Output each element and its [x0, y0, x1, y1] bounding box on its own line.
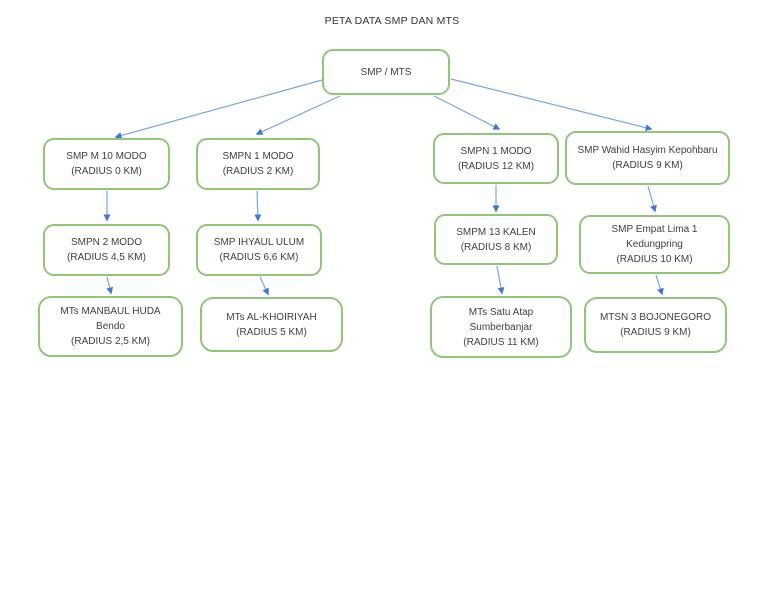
node-line: (RADIUS 9 KM)	[620, 327, 691, 338]
node-line: SMPN 2 MODO	[70, 237, 143, 248]
connector-smp-empat-lima-to-mtsn-3	[655, 274, 664, 296]
node-mtsn-3-bojonegoro: MTSN 3 BOJONEGORO (RADIUS 9 KM)	[584, 297, 727, 353]
connector-root-to-smpn-1-modo-2km	[255, 95, 341, 135]
node-line: (RADIUS 10 KM)	[616, 254, 693, 265]
node-line: (RADIUS 12 KM)	[457, 160, 535, 172]
node-line: (RADIUS 2 KM)	[222, 166, 294, 177]
node-line: MTs AL-KHOIRIYAH	[226, 311, 317, 323]
node-line: SMP M 10 MODO	[66, 151, 147, 162]
node-smpn-1-modo-2km: SMPN 1 MODO (RADIUS 2 KM)	[196, 138, 320, 190]
node-mts-al-khoiriyah: MTs AL-KHOIRIYAH (RADIUS 5 KM)	[200, 297, 343, 352]
node-line: (RADIUS 2,5 KM)	[71, 336, 150, 347]
connector-root-to-smp-wahid-hasyim	[450, 78, 653, 132]
node-line: Sumberbanjar	[469, 321, 533, 333]
connector-smpn-1-to-smp-ihyaul	[254, 190, 262, 222]
node-smpn-1-modo-12km: SMPN 1 MODO (RADIUS 12 KM)	[433, 133, 559, 184]
node-line: SMPN 1 MODO	[460, 145, 532, 157]
node-line: SMP / MTS	[360, 66, 412, 78]
node-line: SMP IHYAUL ULUM	[213, 237, 305, 248]
node-line: MTs Satu Atap	[468, 306, 534, 318]
node-line: SMP Wahid Hasyim Kepohbaru	[577, 145, 718, 156]
connector-smp-ihyaul-to-mts-alkhoiriyah	[259, 276, 269, 296]
node-line: (RADIUS 0 KM)	[71, 166, 142, 177]
node-line: SMP Empat Lima 1	[611, 224, 698, 235]
node-smpm-13-kalen: SMPM 13 KALEN (RADIUS 8 KM)	[434, 214, 558, 265]
node-line: (RADIUS 9 KM)	[612, 160, 683, 171]
node-line: (RADIUS 6,6 KM)	[219, 252, 299, 263]
node-smp-mts: SMP / MTS	[322, 49, 450, 95]
node-smp-m-10-modo: SMP M 10 MODO (RADIUS 0 KM)	[43, 138, 170, 190]
node-line: (RADIUS 5 KM)	[236, 326, 307, 338]
node-smp-empat-lima-1-kedungpring: SMP Empat Lima 1 Kedungpring (RADIUS 10 …	[579, 215, 730, 274]
diagram-title: PETA DATA SMP DAN MTS	[324, 15, 460, 27]
connector-smp-wahid-to-smp-empat-lima	[647, 185, 657, 213]
node-line: MTs MANBAUL HUDA	[60, 306, 161, 317]
node-mts-manbaul-huda-bendo: MTs MANBAUL HUDA Bendo (RADIUS 2,5 KM)	[38, 296, 183, 357]
node-mts-satu-atap-sumberbanjar: MTs Satu Atap Sumberbanjar (RADIUS 11 KM…	[430, 296, 572, 358]
node-line: SMPM 13 KALEN	[456, 226, 536, 238]
node-line: (RADIUS 11 KM)	[463, 336, 539, 348]
connector-smpm-13-to-mts-satu-atap	[496, 265, 505, 295]
node-line: MTSN 3 BOJONEGORO	[599, 312, 712, 323]
node-line: Bendo	[96, 321, 125, 332]
node-smpn-2-modo: SMPN 2 MODO (RADIUS 4,5 KM)	[43, 224, 170, 276]
node-line: (RADIUS 4,5 KM)	[67, 252, 146, 263]
node-smp-ihyaul-ulum: SMP IHYAUL ULUM (RADIUS 6,6 KM)	[196, 224, 322, 276]
connector-root-to-smpn-1-modo-12km	[433, 95, 501, 130]
connector-root-to-smp-m-10-modo	[114, 79, 323, 139]
node-line: Kedungpring	[626, 239, 683, 250]
node-smp-wahid-hasyim-kepohbaru: SMP Wahid Hasyim Kepohbaru (RADIUS 9 KM)	[565, 131, 730, 185]
node-line: SMPN 1 MODO	[222, 151, 294, 162]
connector-smpn-2-to-mts-manbaul	[106, 276, 114, 295]
node-line: (RADIUS 8 KM)	[460, 241, 532, 253]
